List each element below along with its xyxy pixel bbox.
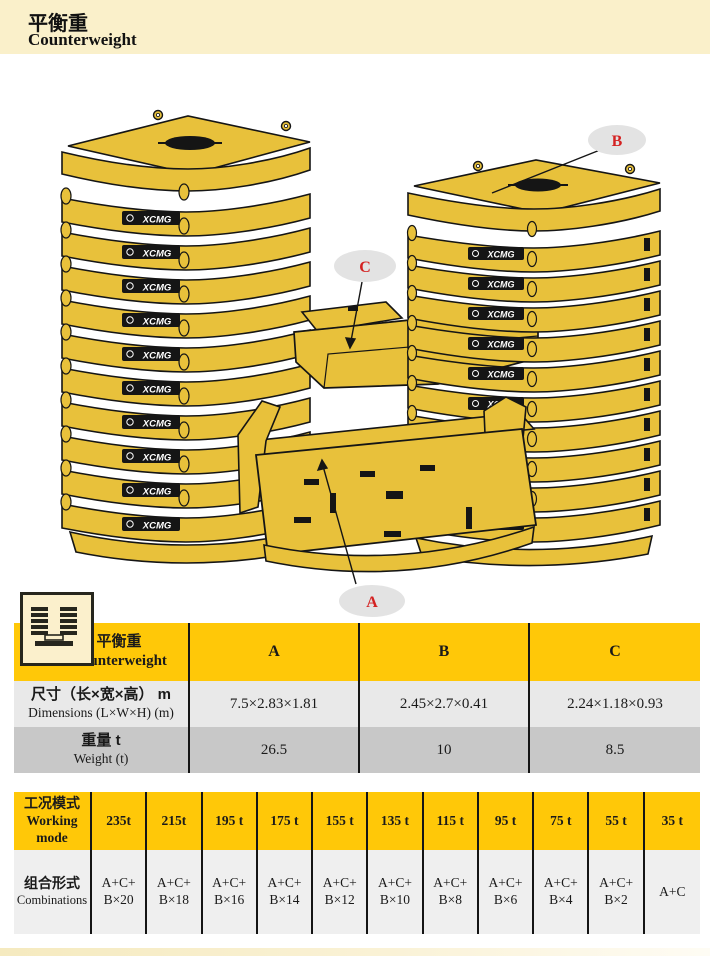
- callout-label-b: B: [588, 125, 646, 155]
- counterweight-illustration: XCMG XCMG: [60, 109, 661, 617]
- work-mode-8: 75 t: [534, 792, 590, 850]
- leader-lines: [316, 149, 601, 585]
- work-mode-9: 55 t: [589, 792, 645, 850]
- work-mode-7: 95 t: [478, 792, 535, 850]
- page-bottom-strip: [0, 948, 710, 956]
- work-combo-3: A+C+B×14: [257, 850, 314, 934]
- work-combo-1: A+C+B×18: [147, 850, 203, 934]
- spec-dimension-c: 2.24×1.18×0.93: [530, 681, 700, 727]
- work-combo-4: A+C+B×12: [313, 850, 369, 934]
- page-header-band: 平衡重 Counterweight: [0, 0, 710, 54]
- spec-dimension-label: 尺寸（长×宽×高） m Dimensions (L×W×H) (m): [14, 681, 190, 727]
- svg-text:C: C: [359, 259, 371, 276]
- work-mode-6: 115 t: [423, 792, 479, 850]
- spec-header-col-a: A: [190, 623, 360, 681]
- page-title-zh: 平衡重: [28, 13, 88, 35]
- work-mode-0: 235t: [92, 792, 148, 850]
- work-combo-5: A+C+B×10: [368, 850, 424, 934]
- work-mode-1: 215t: [147, 792, 203, 850]
- spec-dimension-a: 7.5×2.83×1.81: [190, 681, 360, 727]
- spec-dimension-b: 2.45×2.7×0.41: [360, 681, 530, 727]
- work-combo-0: A+C+B×20: [92, 850, 148, 934]
- work-combo-label: 组合形式 Combinations: [14, 850, 92, 934]
- work-mode-2: 195 t: [202, 792, 258, 850]
- spec-weight-c: 8.5: [530, 727, 700, 773]
- spec-header-col-c: C: [530, 623, 700, 681]
- spec-weight-a: 26.5: [190, 727, 360, 773]
- work-mode-10: 35 t: [644, 792, 700, 850]
- callout-label-a: A: [339, 585, 405, 617]
- spec-weight-b: 10: [360, 727, 530, 773]
- work-combo-6: A+C+B×8: [423, 850, 479, 934]
- working-mode-table: 工况模式 Working mode 235t 215t 195 t 175 t …: [14, 792, 700, 934]
- counterweight-tray-a: [237, 396, 538, 573]
- work-combo-2: A+C+B×16: [202, 850, 258, 934]
- spec-header-col-b: B: [360, 623, 530, 681]
- work-header-label: 工况模式 Working mode: [14, 792, 92, 850]
- counterweight-spec-table: 平衡重 Counterweight A B C 尺寸（长×宽×高） m Dime…: [14, 623, 700, 773]
- work-combo-8: A+C+B×4: [534, 850, 590, 934]
- svg-text:B: B: [612, 133, 623, 150]
- callout-label-c: C: [334, 250, 396, 282]
- work-mode-3: 175 t: [257, 792, 314, 850]
- page-title-en: Counterweight: [28, 30, 137, 49]
- work-combo-7: A+C+B×6: [478, 850, 535, 934]
- svg-text:A: A: [366, 594, 378, 611]
- work-combo-9: A+C+B×2: [589, 850, 645, 934]
- spec-weight-label: 重量 t Weight (t): [14, 727, 190, 773]
- work-mode-4: 155 t: [313, 792, 369, 850]
- work-mode-5: 135 t: [368, 792, 424, 850]
- counterweight-icon: [20, 592, 94, 666]
- work-combo-10: A+C: [644, 850, 700, 934]
